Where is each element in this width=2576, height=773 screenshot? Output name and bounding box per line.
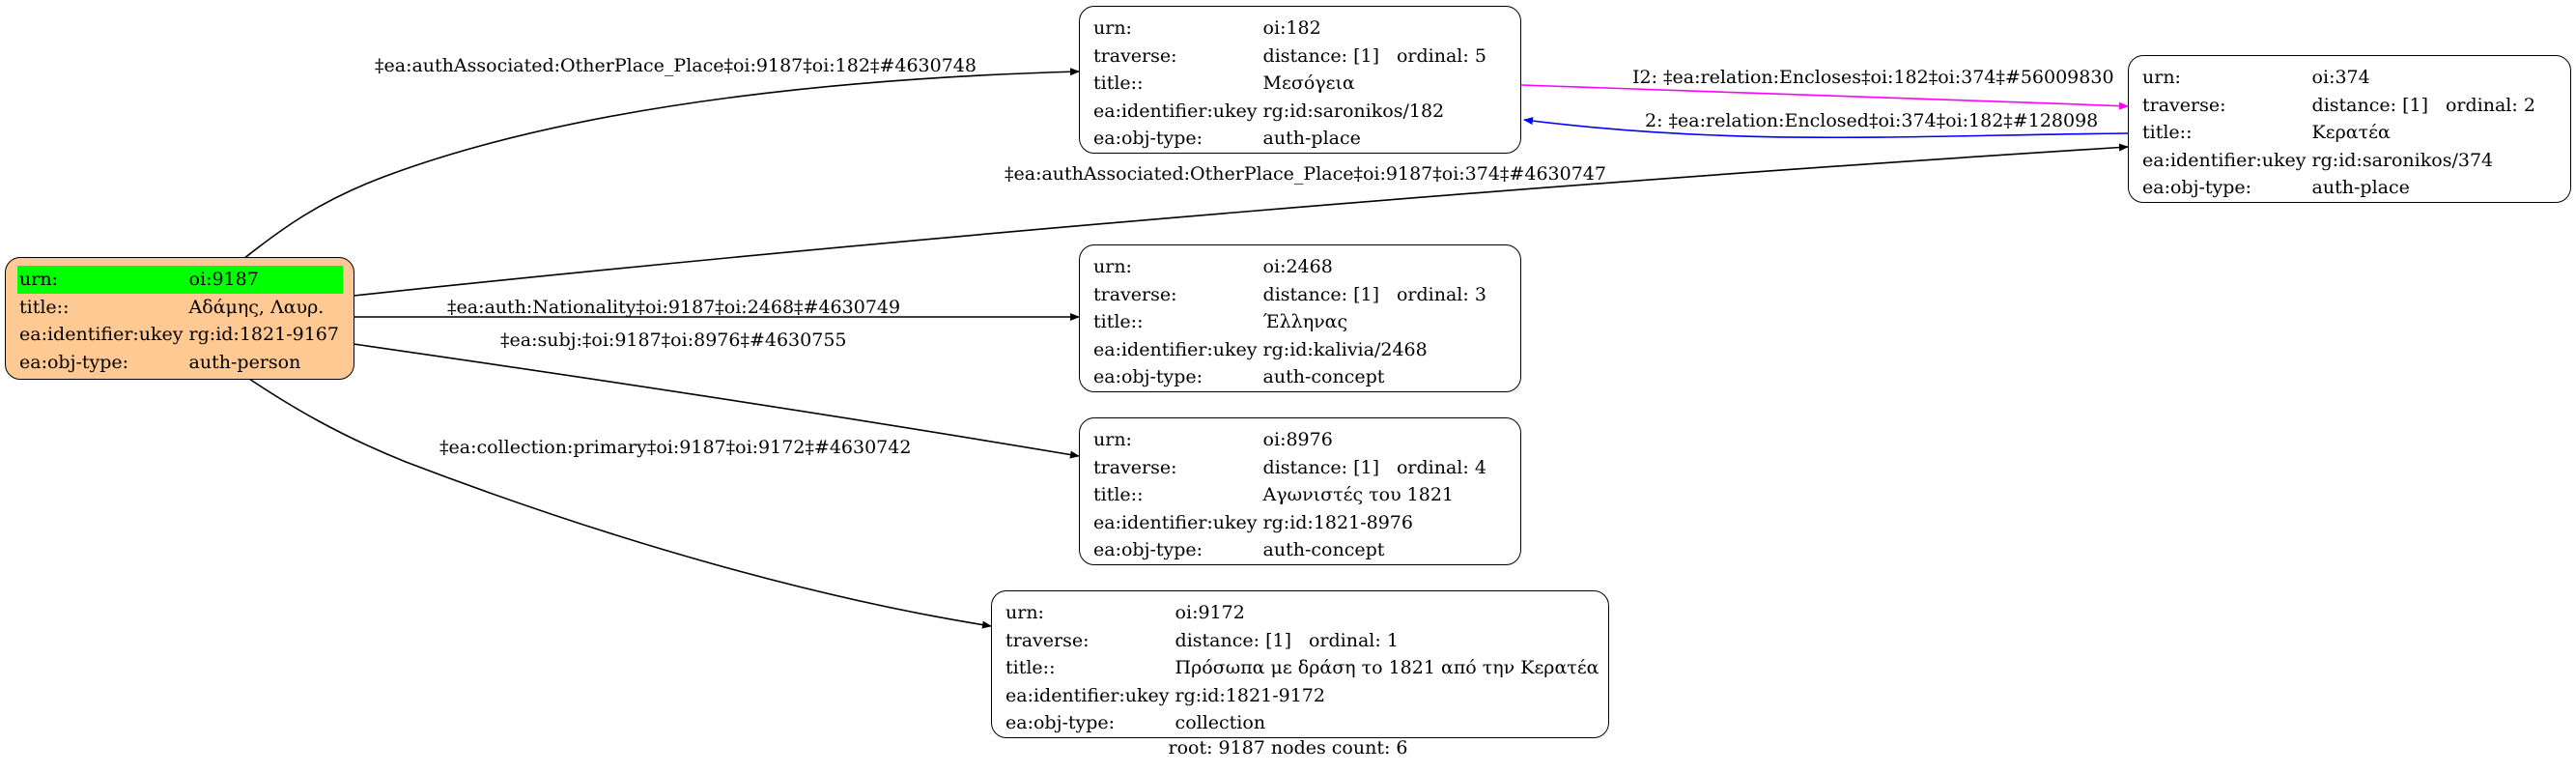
row-value: oi:182 bbox=[1262, 17, 1321, 39]
row-key: ea:obj-type: bbox=[1093, 128, 1203, 149]
row-value: Κερατέα bbox=[2311, 122, 2391, 143]
row-value: Έλληνας bbox=[1262, 311, 1348, 332]
row-key: traverse: bbox=[1005, 629, 1090, 651]
row-key: traverse: bbox=[1093, 456, 1177, 478]
node-oi-2468[interactable]: urn: oi:2468 traverse: distance: [1] ordina… bbox=[1079, 244, 1521, 392]
row-value: rg:id:1821-9172 bbox=[1175, 684, 1325, 706]
row-key: title:: bbox=[19, 296, 70, 318]
row-key: title:: bbox=[2142, 122, 2193, 143]
row-key: ea:identifier:ukey bbox=[2142, 149, 2307, 171]
ordinal: ordinal: 1 bbox=[1308, 629, 1399, 651]
row-key: traverse: bbox=[2142, 94, 2226, 116]
row-key: title:: bbox=[1093, 484, 1144, 505]
row-key: ea:identifier:ukey bbox=[1093, 511, 1258, 533]
node-oi-374[interactable]: urn: oi:374 traverse: distance: [1] ordinal… bbox=[2128, 55, 2571, 203]
traverse-value: distance: [1] ordinal: 4 bbox=[1261, 454, 1490, 482]
node-table: urn: oi:9172 traverse: distance: [1] ordina… bbox=[1004, 599, 1603, 737]
node-table: urn: oi:182 traverse: distance: [1] ordinal… bbox=[1091, 14, 1490, 153]
node-table: urn: oi:2468 traverse: distance: [1] ordina… bbox=[1091, 253, 1490, 391]
edge-label-9187-182: ‡ea:authAssociated:OtherPlace_Place‡oi:9… bbox=[375, 55, 977, 76]
node-row-ukey: ea:identifier:ukey rg:id:1821-9167 bbox=[17, 321, 343, 349]
distance: distance: [1] bbox=[1175, 629, 1291, 651]
row-key: urn: bbox=[1093, 429, 1132, 450]
node-row-urn: urn: oi:9187 bbox=[17, 266, 343, 294]
row-key: ea:obj-type: bbox=[2142, 177, 2252, 198]
node-oi-9172[interactable]: urn: oi:9172 traverse: distance: [1] ordina… bbox=[991, 590, 1609, 738]
ordinal: ordinal: 5 bbox=[1396, 44, 1486, 67]
distance: distance: [1] bbox=[1262, 456, 1379, 478]
node-row-type: ea:obj-type: auth-person bbox=[17, 349, 343, 377]
node-table: urn: oi:9187 title:: Αδάμης, Λαυρ. ea:id… bbox=[17, 266, 343, 376]
row-value: auth-place bbox=[1262, 128, 1361, 149]
row-value: oi:8976 bbox=[1262, 429, 1333, 450]
row-key: ea:identifier:ukey bbox=[1093, 338, 1258, 360]
traverse-value: distance: [1] ordinal: 5 bbox=[1261, 43, 1490, 71]
row-value: Αγωνιστές του 1821 bbox=[1262, 484, 1455, 505]
row-value: Αδάμης, Λαυρ. bbox=[188, 296, 325, 318]
edge-9187-182 bbox=[242, 68, 1080, 260]
edge-label-9187-2468: ‡ea:auth:Nationality‡oi:9187‡oi:2468‡#46… bbox=[447, 297, 900, 318]
row-key: urn: bbox=[1005, 602, 1044, 623]
node-table: urn: oi:374 traverse: distance: [1] ordinal… bbox=[2140, 64, 2539, 202]
row-key: urn: bbox=[1093, 256, 1132, 277]
edge-9187-8976 bbox=[353, 343, 1080, 459]
edge-9187-9172 bbox=[248, 378, 992, 629]
row-key: ea:identifier:ukey bbox=[1005, 684, 1170, 706]
row-key: ea:obj-type: bbox=[19, 351, 129, 373]
ordinal: ordinal: 3 bbox=[1396, 283, 1486, 305]
row-value: oi:374 bbox=[2311, 67, 2370, 88]
row-key: ea:obj-type: bbox=[1005, 712, 1116, 733]
edge-182-374-encloses bbox=[1520, 84, 2129, 110]
row-key: ea:obj-type: bbox=[1093, 366, 1203, 387]
edge-9187-374 bbox=[353, 143, 2129, 297]
row-value: Μεσόγεια bbox=[1262, 72, 1355, 94]
edge-label-182-374-encloses: I2: ‡ea:relation:Encloses‡oi:182‡oi:374‡… bbox=[1632, 67, 2114, 88]
node-oi-9187[interactable]: urn: oi:9187 title:: Αδάμης, Λαυρ. ea:id… bbox=[5, 257, 354, 380]
row-key: urn: bbox=[2142, 67, 2181, 88]
row-value: rg:id:1821-9167 bbox=[188, 324, 339, 345]
edge-label-9187-8976: ‡ea:subj:‡oi:9187‡oi:8976‡#4630755 bbox=[500, 329, 847, 351]
row-value: oi:2468 bbox=[1262, 256, 1333, 277]
distance: distance: [1] bbox=[2311, 94, 2428, 116]
row-value: oi:9187 bbox=[186, 266, 343, 294]
row-key: traverse: bbox=[1093, 44, 1177, 67]
row-value: rg:id:kalivia/2468 bbox=[1262, 338, 1428, 360]
row-key: urn: bbox=[1093, 17, 1132, 39]
row-key: traverse: bbox=[1093, 283, 1177, 305]
distance: distance: [1] bbox=[1262, 283, 1379, 305]
edge-374-182-enclosed bbox=[1523, 117, 2129, 139]
row-value: auth-place bbox=[2311, 177, 2410, 198]
traverse-value: distance: [1] ordinal: 1 bbox=[1174, 627, 1603, 655]
row-value: Πρόσωπα με δράση το 1821 από την Κερατέα bbox=[1175, 657, 1599, 678]
node-oi-8976[interactable]: urn: oi:8976 traverse: distance: [1] ordina… bbox=[1079, 417, 1521, 565]
row-value: rg:id:saronikos/182 bbox=[1262, 100, 1445, 122]
row-key: title:: bbox=[1093, 311, 1144, 332]
node-oi-182[interactable]: urn: oi:182 traverse: distance: [1] ordinal… bbox=[1079, 6, 1521, 154]
edge-label-374-182-enclosed: 2: ‡ea:relation:Enclosed‡oi:374‡oi:182‡#… bbox=[1645, 110, 2098, 131]
graph-footer: root: 9187 nodes count: 6 bbox=[1168, 737, 1408, 759]
edge-label-9187-9172: ‡ea:collection:primary‡oi:9187‡oi:9172‡#… bbox=[439, 437, 911, 458]
row-key: urn: bbox=[17, 266, 187, 294]
node-row-title: title:: Αδάμης, Λαυρ. bbox=[17, 294, 343, 322]
ordinal: ordinal: 2 bbox=[2445, 94, 2535, 116]
row-value: rg:id:1821-8976 bbox=[1262, 511, 1413, 533]
ordinal: ordinal: 4 bbox=[1396, 456, 1486, 478]
row-key: ea:identifier:ukey bbox=[19, 324, 184, 345]
traverse-value: distance: [1] ordinal: 2 bbox=[2310, 92, 2539, 120]
row-key: ea:identifier:ukey bbox=[1093, 100, 1258, 122]
row-value: auth-concept bbox=[1262, 539, 1385, 560]
row-value: collection bbox=[1175, 712, 1266, 733]
row-key: title:: bbox=[1093, 72, 1144, 94]
distance: distance: [1] bbox=[1262, 44, 1379, 67]
edge-label-9187-374: ‡ea:authAssociated:OtherPlace_Place‡oi:9… bbox=[1005, 163, 1606, 185]
row-value: auth-person bbox=[188, 351, 301, 373]
row-value: auth-concept bbox=[1262, 366, 1385, 387]
traverse-value: distance: [1] ordinal: 3 bbox=[1261, 281, 1490, 309]
node-table: urn: oi:8976 traverse: distance: [1] ordina… bbox=[1091, 426, 1490, 564]
row-value: rg:id:saronikos/374 bbox=[2311, 149, 2494, 171]
row-key: ea:obj-type: bbox=[1093, 539, 1203, 560]
row-key: title:: bbox=[1005, 657, 1056, 678]
row-value: oi:9172 bbox=[1175, 602, 1245, 623]
